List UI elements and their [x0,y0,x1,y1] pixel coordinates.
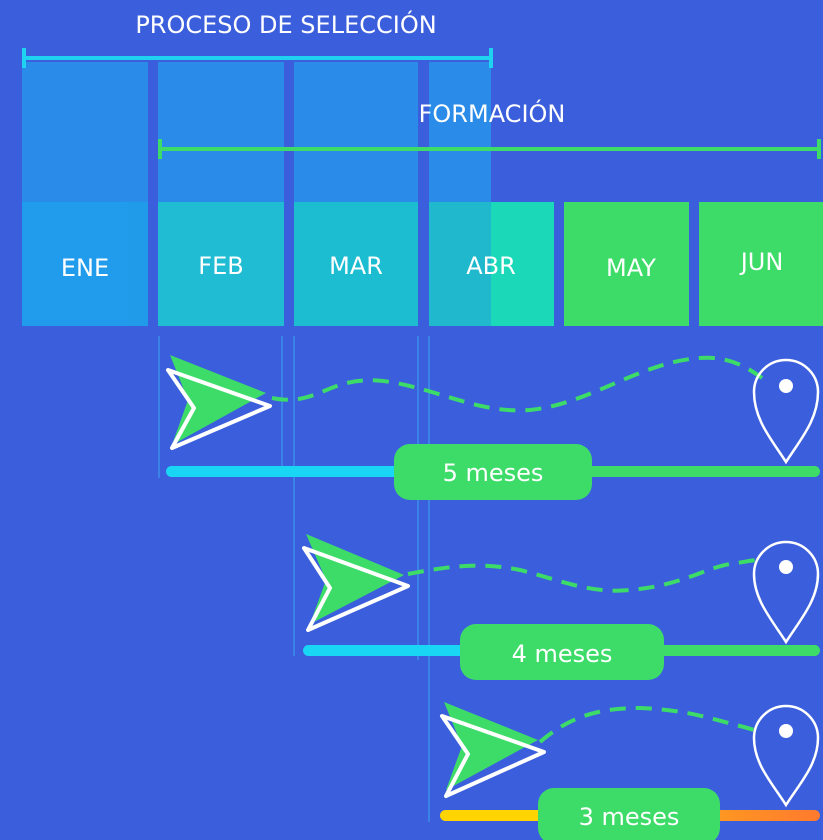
location-pin-icon [752,358,820,465]
month-label-mar: MAR [329,252,383,280]
month-label-jun: JUN [739,248,784,276]
training-bracket [158,139,821,159]
month-block-jun [699,202,823,326]
month-block-abr [429,202,554,326]
month-label-abr: ABR [466,252,516,280]
journey-2: 4 meses [302,534,820,680]
month-block-feb [158,202,284,326]
month-label-feb: FEB [198,252,243,280]
journey-3: 3 meses [440,702,820,840]
duration-pill-1 [394,444,592,500]
dashed-path-3 [538,705,761,744]
location-pin-icon [752,540,820,645]
selection-bracket [22,48,493,68]
duration-pill-3 [538,788,720,840]
training-title: FORMACIÓN [419,98,566,128]
duration-label-2: 4 meses [512,640,613,668]
start-arrow-icon [302,534,410,632]
duration-label-1: 5 meses [443,459,544,487]
dashed-path-2 [407,558,761,593]
month-block-mar [294,202,418,326]
duration-label-3: 3 meses [579,803,680,831]
start-arrow-icon [166,355,272,450]
dashed-path-1 [271,355,764,413]
duration-pill-2 [460,624,664,680]
location-pin-icon [752,704,820,808]
selection-title: PROCESO DE SELECCIÓN [135,9,436,39]
month-label-ene: ENE [61,254,109,282]
selection-overlay-top [22,62,491,202]
month-block-may [564,202,689,326]
month-label-may: MAY [606,254,656,282]
journey-1: 5 meses [166,355,820,500]
start-arrow-icon [440,702,546,798]
month-row [22,202,823,326]
